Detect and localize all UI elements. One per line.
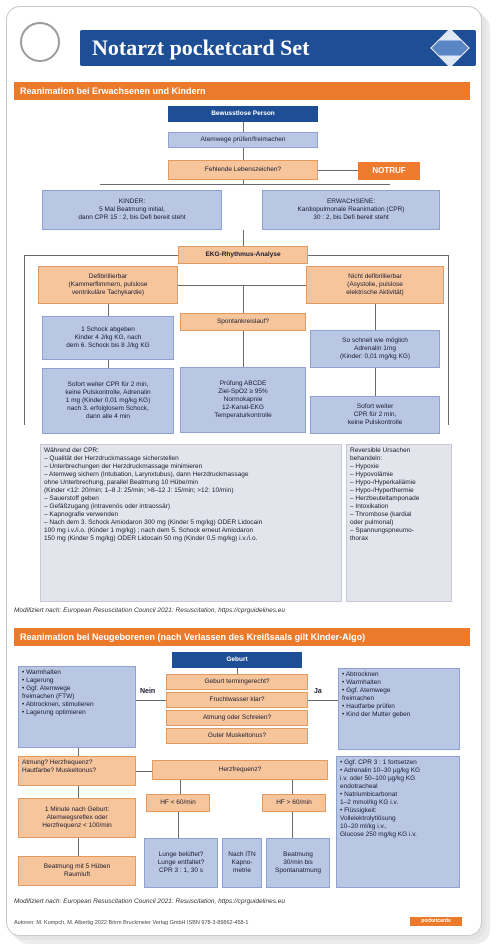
source-note-newborn: Modifiziert nach: European Resuscitation…: [14, 898, 285, 905]
box-q-termingerecht: Geburt termingerecht?: [166, 674, 308, 690]
section-title-adult-children: Reanimation bei Erwachsenen und Kindern: [14, 82, 470, 100]
footer-text: Autoren: M. Kumpch, M. Albertig 2022 Bör…: [14, 920, 249, 926]
connector: [78, 786, 79, 798]
section-title-newborns: Reanimation bei Neugeborenen (nach Verla…: [14, 628, 470, 646]
footer-logo: pocketcards: [410, 917, 462, 926]
loop-line-right: [308, 255, 448, 256]
page-title: Notarzt pocketcard Set: [92, 35, 310, 60]
connector: [375, 304, 376, 330]
punch-hole: [20, 22, 60, 62]
box-abcde: Prüfung ABCDE Ziel-SpO2 ≥ 95% Normokapni…: [180, 367, 306, 433]
connector: [243, 285, 244, 313]
box-herzfrequenz: Herzfrequenz?: [152, 760, 328, 780]
connector: [292, 780, 293, 794]
connector: [243, 148, 244, 160]
connector: [136, 771, 152, 772]
connector: [136, 700, 166, 701]
box-ja-massnahmen: • Abtrocknen • Warmhalten • Ggf. Atemweg…: [338, 668, 460, 750]
connector: [243, 331, 244, 367]
title-bar: [80, 30, 476, 66]
connector: [178, 812, 179, 838]
box-lunge-belueftet: Lunge belüftet? Lunge entfaltet? CPR 3 :…: [144, 838, 218, 888]
box-schock: 1 Schock abgeben Kinder 4 J/kg KG, nach …: [42, 316, 174, 360]
connector: [308, 700, 338, 701]
box-bewusstlose-person: Bewusstlose Person: [168, 106, 318, 122]
loop-line-right: [448, 255, 449, 425]
box-nein-massnahmen: • Warmhalten • Lagerung • Ggf. Atemwege …: [18, 666, 136, 748]
box-q-atmung: Atmung oder Schreien?: [166, 710, 308, 726]
box-q-fruchtwasser: Fruchtwasser klar?: [166, 692, 308, 708]
connector: [292, 812, 293, 838]
box-adrenalin: So schnell wie möglich Adrenalin 1mg (Ki…: [310, 330, 440, 368]
loop-line-left: [24, 255, 25, 425]
connector: [78, 838, 79, 856]
box-cpr-right: Sofort weiter CPR für 2 min, keine Pulsk…: [310, 396, 440, 434]
connector: [237, 668, 238, 674]
box-notruf: NOTRUF: [358, 162, 420, 180]
box-waehrend-cpr: Während der CPR: – Qualität der Herzdruc…: [40, 444, 342, 602]
box-reversible-ursachen: Reversible Ursachen behandeln: – Hypoxie…: [346, 444, 452, 602]
label-nein: Nein: [140, 688, 156, 695]
box-ekg-analyse: EKG-Rhythmus-Analyse: [178, 246, 308, 264]
connector: [178, 285, 306, 286]
connector: [375, 368, 376, 396]
source-note: Modifiziert nach: European Resuscitation…: [14, 607, 285, 614]
connector: [180, 780, 181, 794]
connector: [243, 230, 244, 246]
box-spontankreislauf: Spontankreislauf?: [180, 313, 306, 331]
box-erwachsene: ERWACHSENE: Kardiopulmonale Reanimation …: [262, 190, 440, 230]
connector: [78, 748, 79, 756]
box-atemwege: Atemwege prüfen/freimachen: [168, 132, 318, 148]
connector: [243, 180, 244, 184]
connector: [318, 170, 358, 171]
box-q-muskeltonus: Guter Muskeltonus?: [166, 728, 308, 744]
connector: [108, 360, 109, 368]
box-eine-minute: 1 Minute nach Geburt: Atemwegsreflex ode…: [18, 798, 136, 838]
box-lebenszeichen: Fehlende Lebenszeichen?: [168, 160, 318, 180]
box-hf-unter-60: HF < 60/min: [146, 794, 210, 812]
box-hf-ueber-60: HF > 60/min: [262, 794, 326, 812]
box-medikamente: • Ggf. CPR 3 : 1 fortsetzen • Adrenalin …: [336, 756, 460, 888]
box-beatmung-5-huebe: Beatmung mit 5 Hüben Raumluft: [18, 856, 136, 886]
connector: [108, 304, 109, 316]
box-cpr-left: Sofort weiter CPR für 2 min, keine Pulsk…: [42, 368, 174, 434]
box-geburt: Geburt: [172, 652, 302, 668]
connector: [243, 122, 244, 132]
box-kinder: KINDER: 5 Mal Beatmung initial, dann CPR…: [42, 190, 222, 230]
connector: [100, 184, 390, 185]
box-nicht-defibrillierbar: Nicht defibrillierbar (Asystolie, pulslo…: [306, 266, 444, 304]
box-nach-itn: Nach ITN Kapno- metrie: [222, 838, 262, 888]
label-ja: Ja: [314, 688, 322, 695]
loop-line-left: [24, 255, 178, 256]
box-beatmung-spontan: Beatmung 30/min bis Spontanatmung: [266, 838, 330, 888]
box-defibrillierbar: Defibrillierbar (Kammerflimmern, pulslos…: [38, 266, 178, 304]
box-atmung-herzfrequenz: Atmung? Herzfrequenz? Hautfarbe? Muskelt…: [18, 756, 136, 786]
